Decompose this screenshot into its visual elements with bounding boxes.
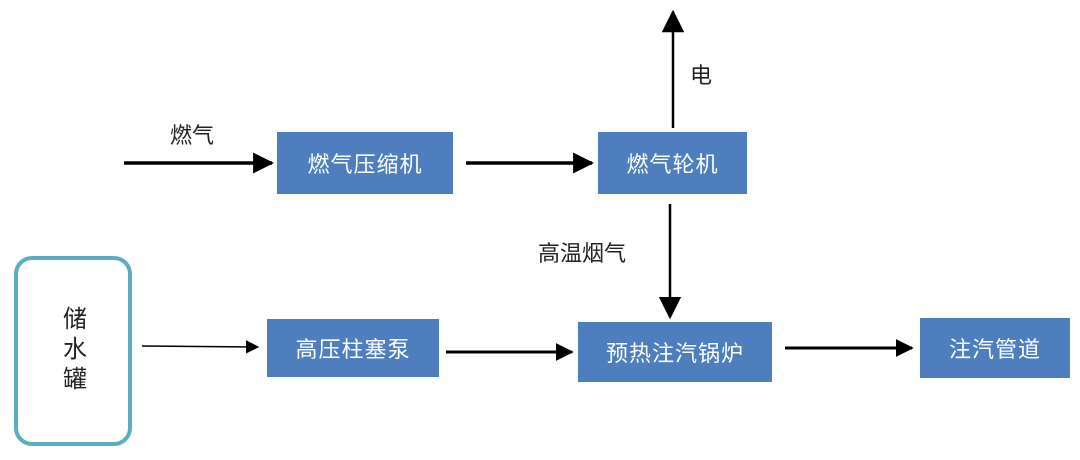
plunger-pump-node: 高压柱塞泵 [267,319,439,377]
flue-gas-label: 高温烟气 [538,242,627,267]
water-tank-node: 储水罐 [14,256,132,446]
gas-input-label: 燃气 [170,124,215,149]
arrow-tank-to-pump [141,340,260,354]
preheat-boiler-node: 预热注汽锅炉 [578,322,772,382]
preheat-boiler-label: 预热注汽锅炉 [605,342,744,367]
injection-pipeline-label: 注汽管道 [948,338,1041,363]
gas-compressor-node: 燃气压缩机 [277,132,453,194]
injection-pipeline-node: 注汽管道 [920,318,1070,378]
electricity-label: 电 [690,64,713,89]
gas-compressor-label: 燃气压缩机 [307,153,423,178]
gas-turbine-node: 燃气轮机 [598,132,747,194]
water-tank-label: 储水罐 [58,306,87,396]
plunger-pump-label: 高压柱塞泵 [295,338,411,363]
gas-turbine-label: 燃气轮机 [626,153,719,178]
